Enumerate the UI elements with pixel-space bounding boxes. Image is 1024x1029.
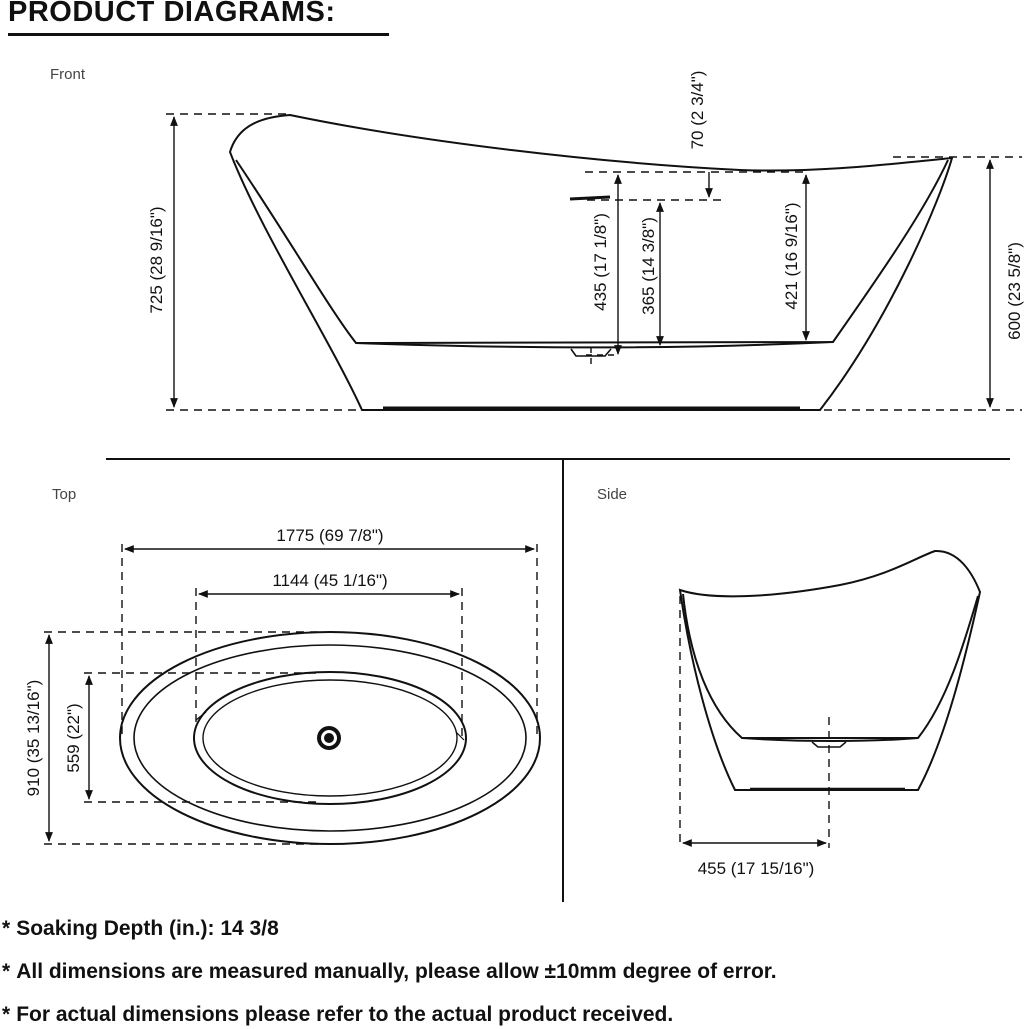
top-view-label: Top [52, 486, 76, 503]
front-drain-to-rim-dim: 435 (17 1/8") [591, 213, 610, 311]
top-overall-width-dim: 910 (35 13/16") [24, 680, 43, 797]
side-dimension-lines [679, 596, 830, 848]
front-interior-depth-dim: 421 (16 9/16") [782, 202, 801, 309]
actual-dimensions-text: For actual dimensions please refer to th… [16, 1003, 674, 1026]
top-overall-length-dim: 1775 (69 7/8") [276, 526, 383, 545]
side-drain-offset-dim: 455 (17 15/16") [698, 859, 815, 878]
front-view-label: Front [50, 66, 86, 83]
side-view-label: Side [597, 486, 627, 503]
bullet-asterisk: * [2, 1003, 11, 1026]
bullet-asterisk: * [2, 917, 11, 940]
title-underline [8, 33, 389, 36]
note-measurement-error: *All dimensions are measured manually, p… [2, 960, 777, 984]
front-overflow-offset-dim: 70 (2 3/4") [688, 71, 707, 150]
bullet-asterisk: * [2, 960, 11, 983]
page-title: PRODUCT DIAGRAMS: [8, 0, 336, 28]
top-interior-length-dim: 1144 (45 1/16") [272, 571, 387, 590]
top-view-tub [119, 631, 541, 845]
front-overall-height-dim: 725 (28 9/16") [147, 206, 166, 313]
front-view-tub [228, 113, 954, 411]
measurement-error-text: All dimensions are measured manually, pl… [16, 960, 777, 983]
top-interior-width-dim: 559 (22") [64, 703, 83, 772]
top-drain-icon [317, 726, 341, 750]
front-foot-height-dim: 600 (23 5/8") [1005, 242, 1024, 340]
front-water-depth-dim: 365 (14 3/8") [639, 217, 658, 315]
note-soaking-depth: *Soaking Depth (in.): 14 3/8 [2, 917, 279, 941]
top-dimension-lines [44, 544, 538, 845]
soaking-depth-value: 14 3/8 [220, 917, 279, 940]
side-view-tub [678, 549, 982, 791]
soaking-depth-label: Soaking Depth (in.): [16, 917, 215, 940]
note-actual-dimensions: *For actual dimensions please refer to t… [2, 1003, 673, 1027]
front-dimension-lines [166, 113, 1022, 411]
